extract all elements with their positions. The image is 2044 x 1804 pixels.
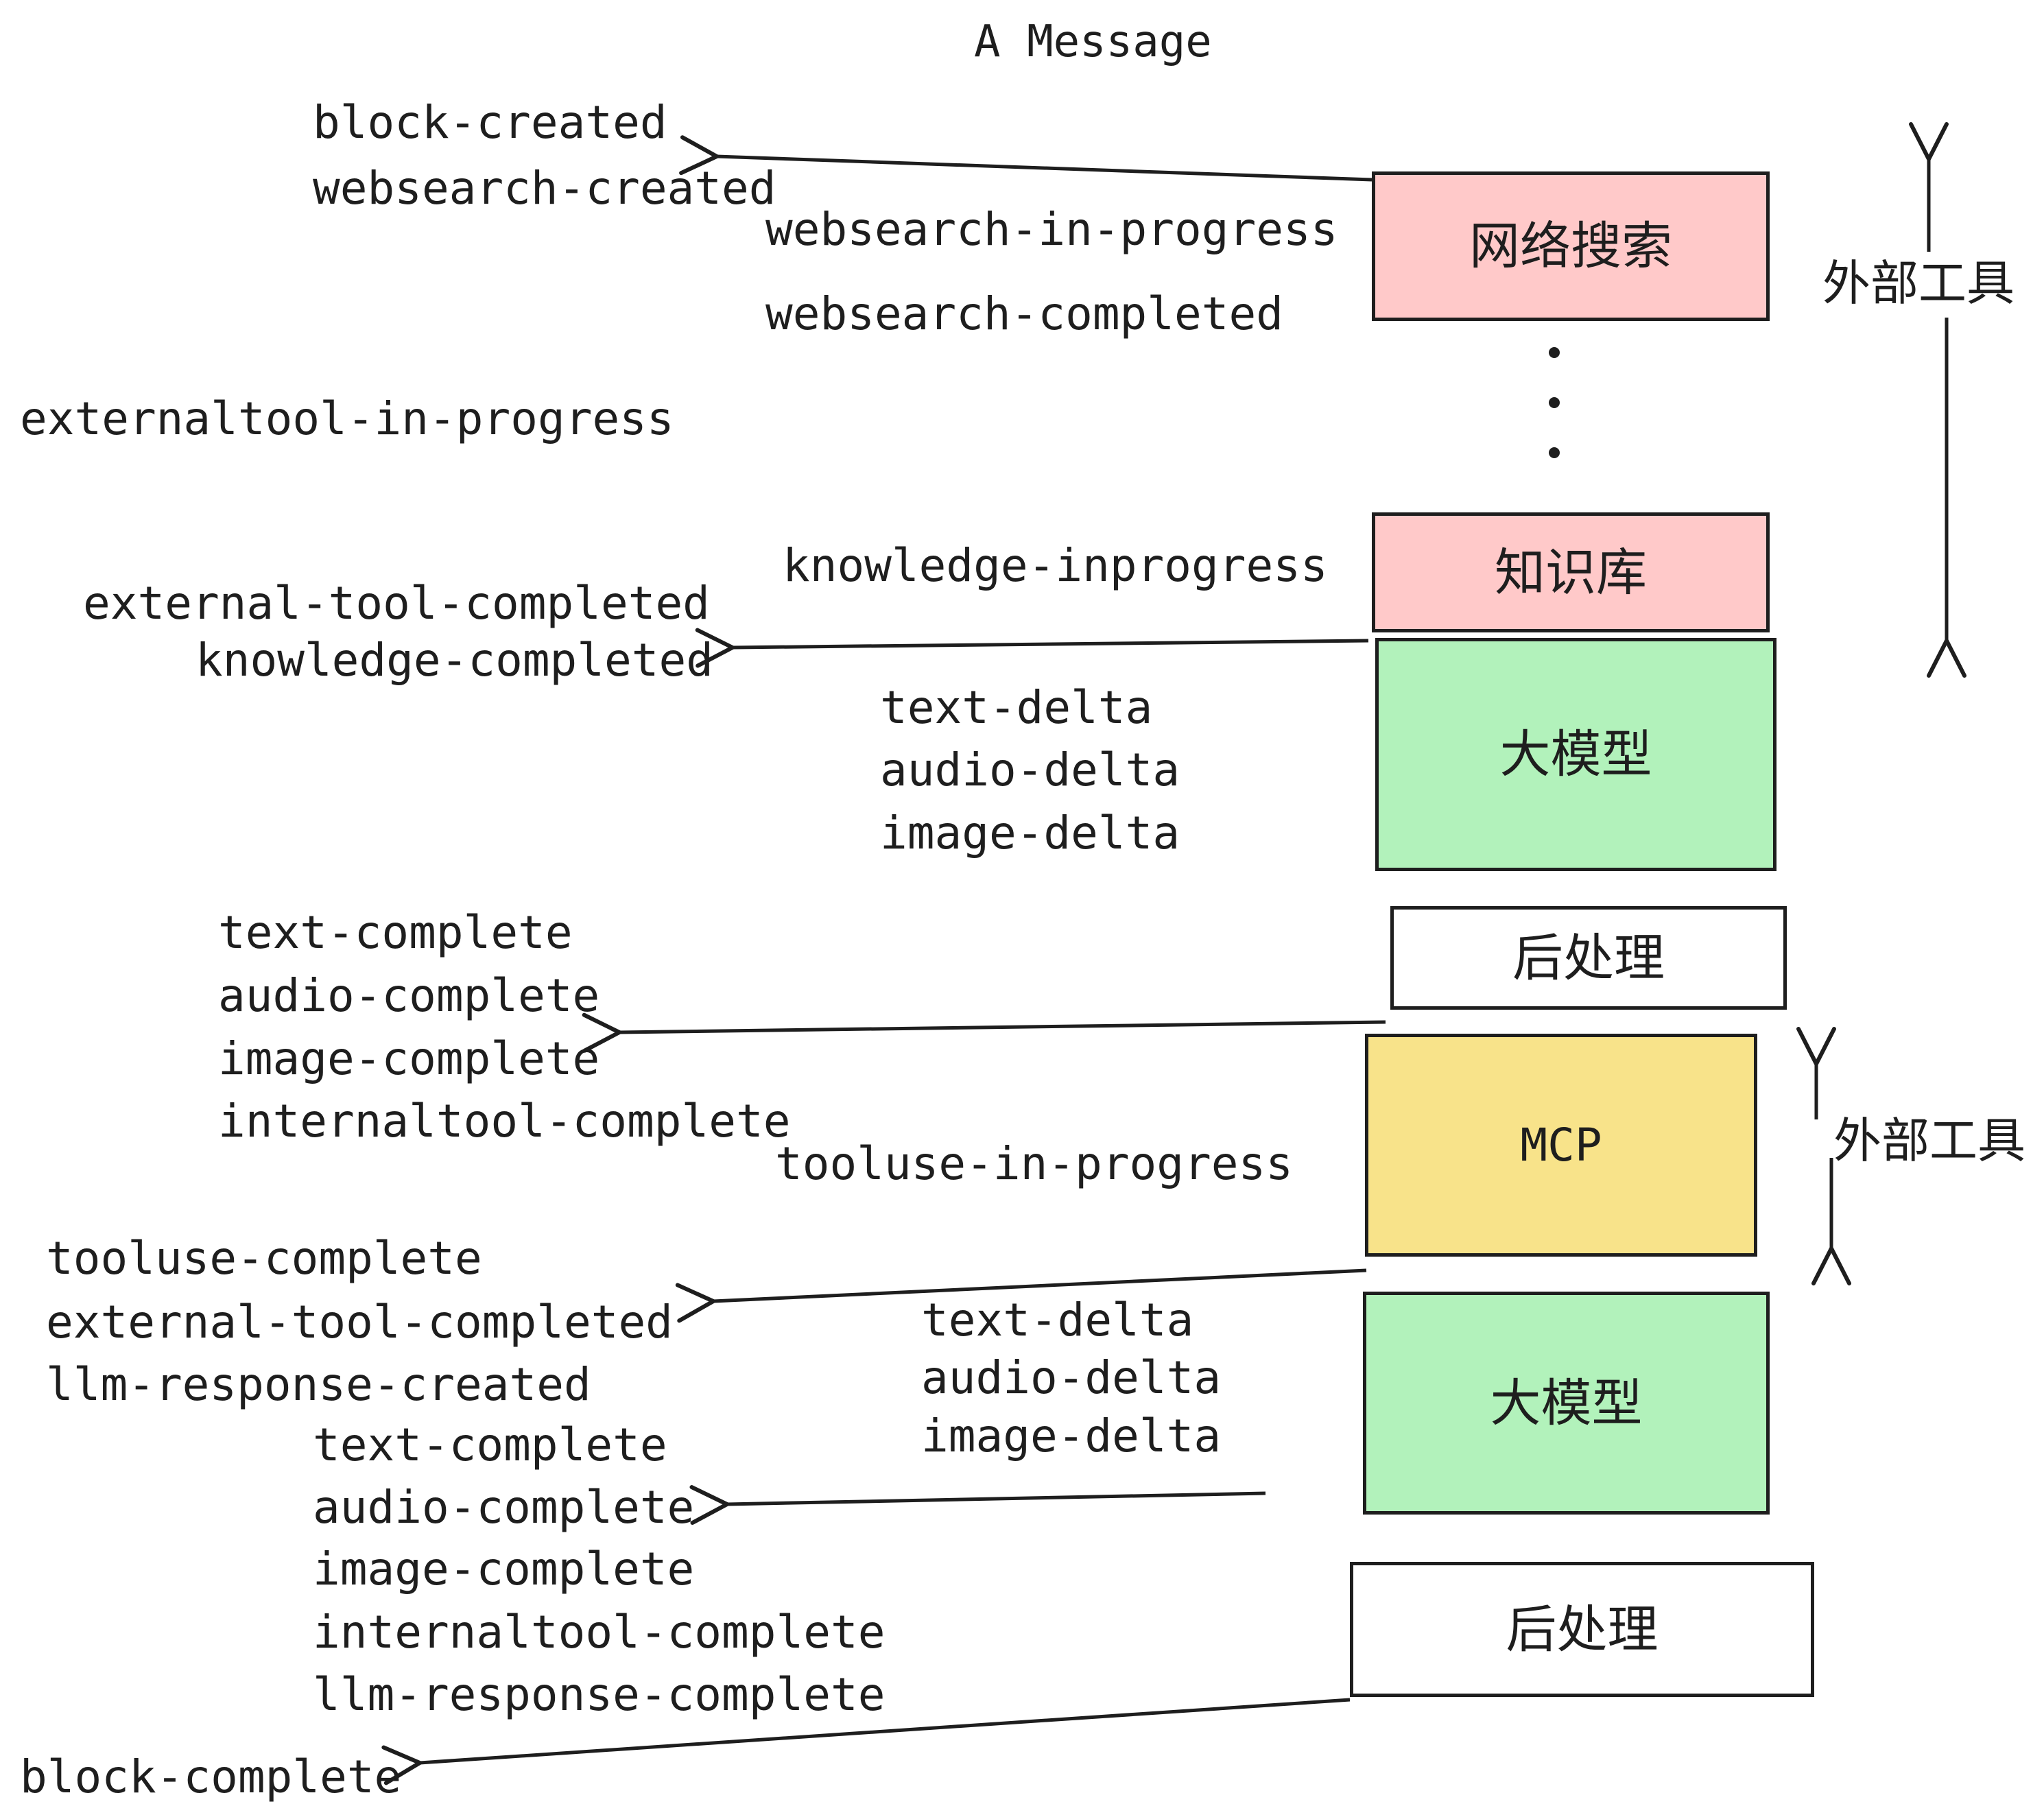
event-block-created: block-created [313,96,667,149]
box-post-2: 后处理 [1350,1562,1814,1697]
box-knowledge-label: 知识库 [1495,543,1647,602]
arrow-audio-complete [689,1485,1266,1526]
event-tooluse-complete: tooluse-complete [46,1232,482,1285]
event-external-tool-completed-2: external-tool-completed [46,1296,673,1349]
event-image-complete-1: image-complete [218,1032,600,1085]
event-externaltool-in-progress: externaltool-in-progress [20,392,674,445]
event-internaltool-complete-2: internaltool-complete [313,1606,886,1659]
event-image-delta-2: image-delta [921,1410,1222,1462]
external-tools-label-2: 外部工具 [1833,1113,2025,1169]
event-websearch-in-progress: websearch-in-progress [765,203,1338,256]
box-mcp-label: MCP [1520,1118,1602,1172]
event-text-delta-1: text-delta [880,681,1153,734]
box-websearch-label: 网络搜索 [1469,217,1672,276]
ellipsis-dot-3 [1549,447,1560,458]
external-tools-label-1: 外部工具 [1822,255,2015,311]
event-websearch-created: websearch-created [313,162,776,215]
box-post-2-label: 后处理 [1506,1600,1659,1659]
box-llm-2: 大模型 [1363,1292,1770,1515]
box-mcp: MCP [1365,1034,1757,1257]
event-text-complete-1: text-complete [218,906,573,959]
event-llm-response-created: llm-response-created [46,1358,591,1411]
event-internaltool-complete-1: internaltool-complete [218,1095,791,1148]
box-llm-1-label: 大模型 [1499,725,1652,784]
arrow-tooluse-complete [675,1268,1367,1323]
arrow-image-complete [582,1012,1386,1053]
event-external-tool-completed-1: external-tool-completed [83,577,710,630]
event-audio-complete-1: audio-complete [218,969,600,1022]
ellipsis-dot-2 [1549,397,1560,408]
box-websearch: 网络搜索 [1372,171,1770,321]
ellipsis-dot-1 [1549,347,1560,358]
event-block-complete: block-complete [20,1750,402,1803]
event-knowledge-completed: knowledge-completed [195,634,713,687]
arrow-knowledge-completed [695,628,1369,668]
box-llm-2-label: 大模型 [1490,1373,1643,1433]
box-knowledge: 知识库 [1372,512,1770,632]
event-knowledge-inprogress: knowledge-inprogress [783,539,1328,592]
event-image-delta-1: image-delta [880,807,1180,859]
event-image-complete-2: image-complete [313,1543,695,1595]
event-llm-response-complete: llm-response-complete [313,1668,886,1721]
arrow-block-complete [381,1698,1351,1785]
event-audio-complete-2: audio-complete [313,1481,695,1534]
event-audio-delta-2: audio-delta [921,1351,1222,1404]
event-tooluse-in-progress: tooluse-in-progress [775,1137,1293,1190]
diagram-title: A Message [974,16,1212,67]
event-text-complete-2: text-complete [313,1419,667,1471]
event-audio-delta-1: audio-delta [880,744,1180,796]
box-post-1-label: 后处理 [1512,928,1665,988]
box-llm-1: 大模型 [1375,638,1776,871]
box-post-1: 后处理 [1390,906,1787,1010]
event-websearch-completed: websearch-completed [765,287,1283,340]
event-text-delta-2: text-delta [921,1294,1194,1346]
arrow-websearch-created [679,135,1372,182]
